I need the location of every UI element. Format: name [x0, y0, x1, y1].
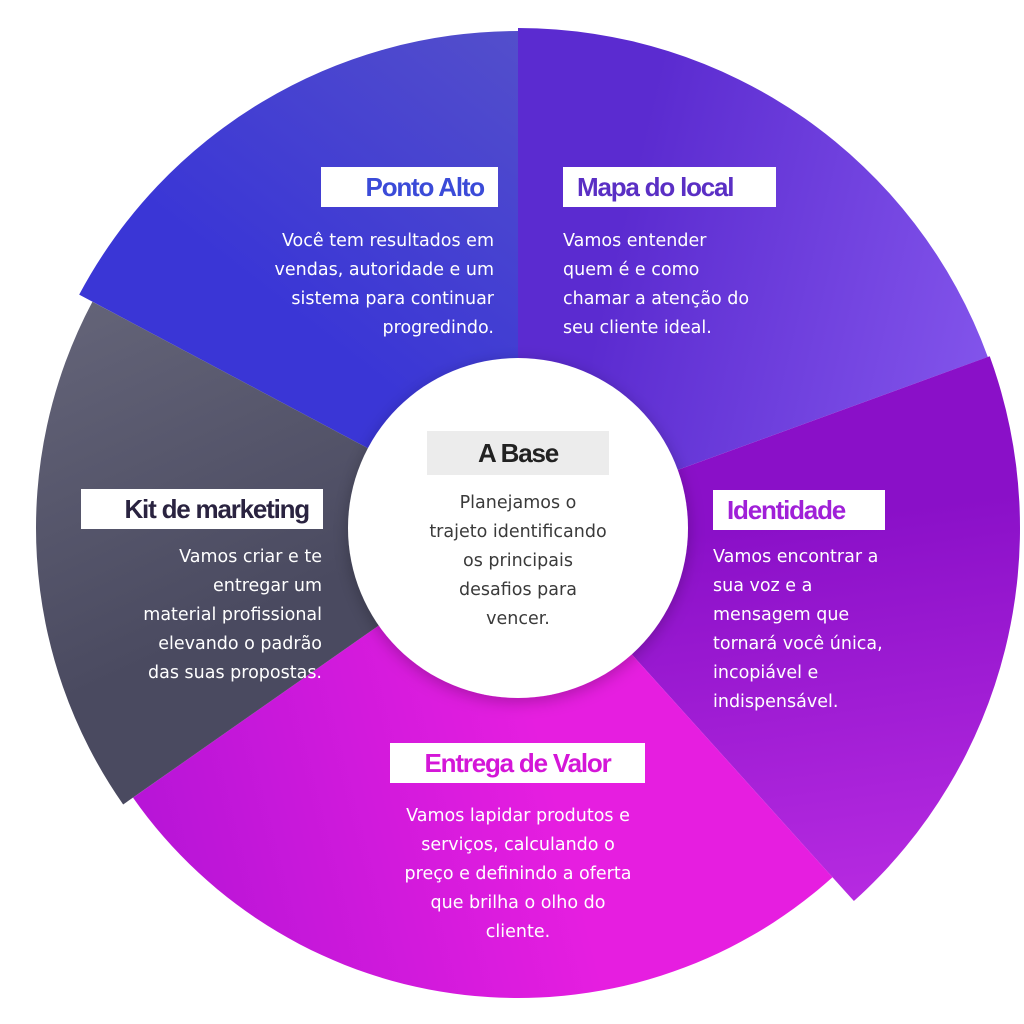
- segment-entrega-de-valor: [132, 614, 833, 998]
- segment-kit-de-marketing: [35, 301, 396, 805]
- segment-desc-kit-de-marketing: Vamos criar e te entregar um material pr…: [143, 547, 322, 683]
- center-description: Planejamos o trajeto identificando os pr…: [429, 493, 607, 629]
- segment-title-kit-de-marketing: Kit de marketing: [81, 489, 323, 529]
- segment-desc-entrega-de-valor: Vamos lapidar produtos e serviços, calcu…: [404, 806, 632, 942]
- center-title: A Base: [427, 431, 609, 475]
- segment-title-ponto-alto: Ponto Alto: [321, 167, 498, 207]
- segment-desc-mapa-do-local: Vamos entender quem é e como chamar a at…: [563, 231, 750, 338]
- segment-ponto-alto: [79, 31, 518, 458]
- segment-mapa-do-local: [518, 28, 988, 477]
- segment-desc-ponto-alto: Você tem resultados em vendas, autoridad…: [274, 231, 494, 338]
- segment-desc-identidade: Vamos encontrar a sua voz e a mensagem q…: [713, 547, 883, 712]
- segment-title-mapa-do-local: Mapa do local: [563, 167, 776, 207]
- segment-title-entrega-de-valor: Entrega de Valor: [390, 743, 645, 783]
- segment-title-identidade: Identidade: [713, 490, 885, 530]
